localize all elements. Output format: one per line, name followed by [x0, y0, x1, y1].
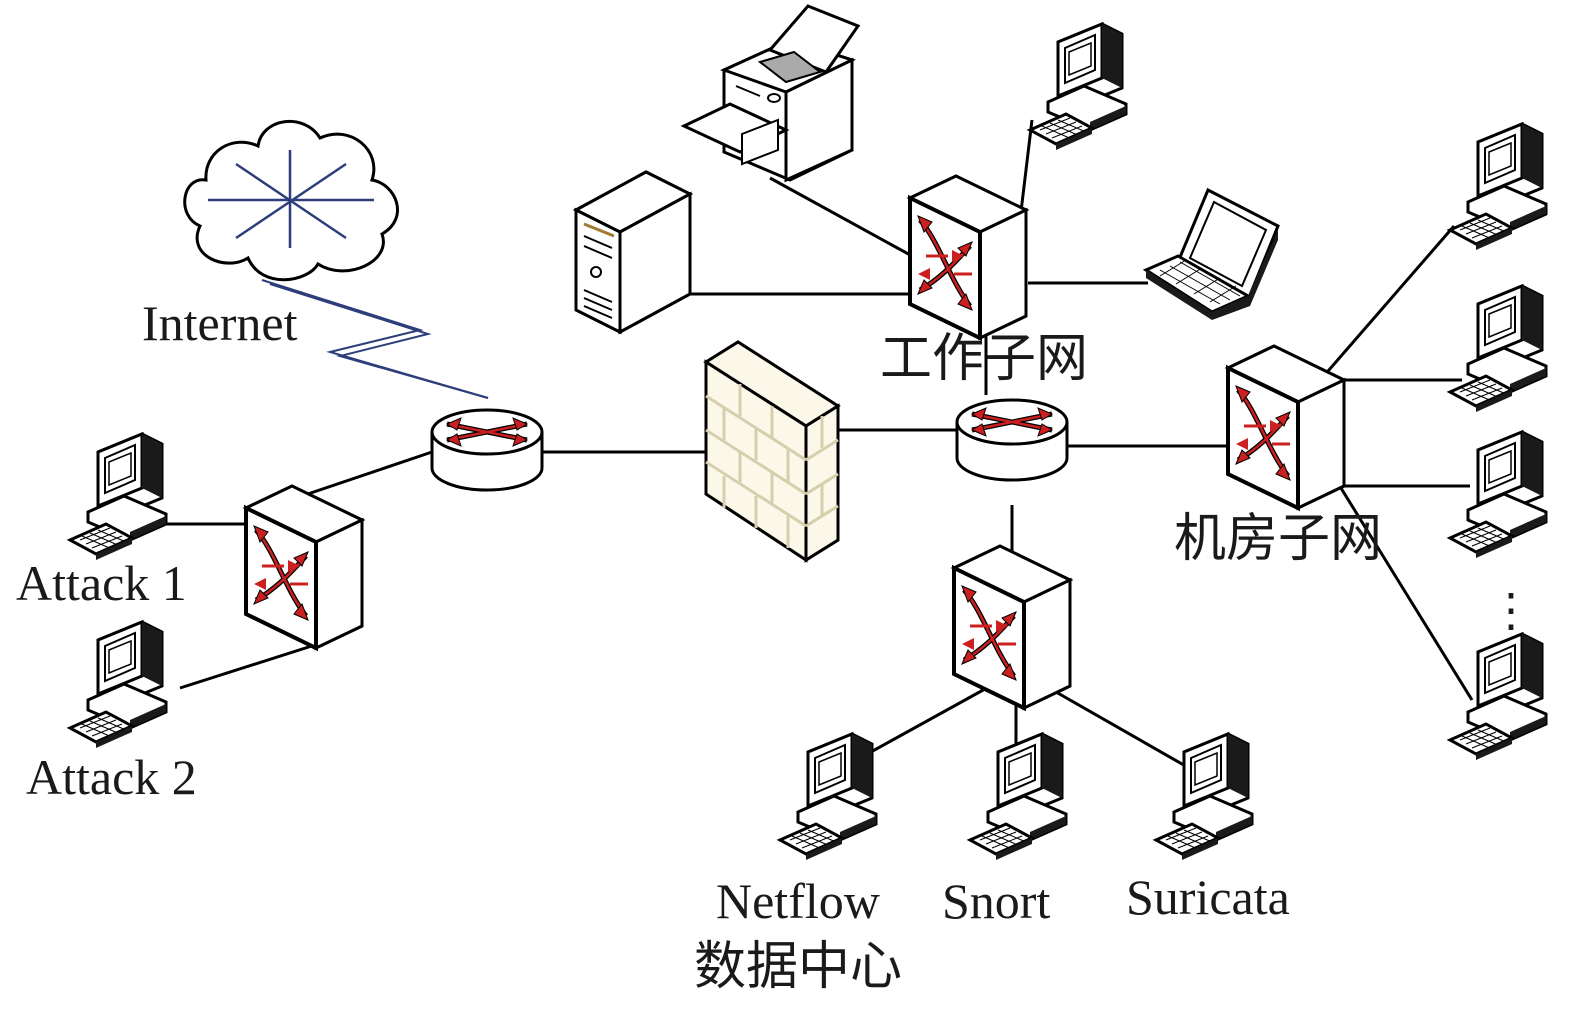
switch-icon [954, 546, 1070, 708]
router-icon [957, 400, 1067, 480]
link-room-pc1 [1320, 225, 1456, 379]
computer-icon [1028, 22, 1128, 152]
computer-icon [1448, 122, 1548, 252]
link-room-pc4 [1334, 479, 1474, 701]
internet-lightning-link-2 [269, 283, 489, 399]
switch-icon [246, 486, 362, 648]
cloud-icon [183, 119, 399, 282]
link-printer-switch [769, 176, 913, 258]
computer-icon [68, 432, 168, 562]
suricata-label: Suricata [1126, 869, 1290, 925]
link-dc-netflow [859, 682, 995, 760]
computer-icon [68, 620, 168, 750]
connection-lines [150, 119, 1474, 774]
link-switch-attack-router [289, 450, 433, 502]
link-dc-suricata [1041, 682, 1197, 774]
switch-icon [1228, 346, 1344, 508]
data-center-label: 数据中心 [694, 939, 902, 996]
router-icon [432, 410, 542, 490]
server-icon [572, 170, 694, 335]
link-attack2-switch [179, 642, 319, 690]
snort-label: Snort [942, 873, 1050, 929]
switch-icon [910, 176, 1026, 338]
attack1-label: Attack 1 [16, 555, 187, 611]
internet-label: Internet [142, 295, 298, 351]
computer-icon [1154, 732, 1254, 862]
computer-icon [1448, 284, 1548, 414]
ellipsis-label: ⋮ [1488, 585, 1534, 636]
computer-icon [968, 732, 1068, 862]
machine-room-subnet-label: 机房子网 [1174, 511, 1382, 568]
link-pc-work-switch [1018, 119, 1034, 221]
netflow-label: Netflow [716, 873, 880, 929]
computer-icon [1448, 430, 1548, 560]
computer-icon [1448, 632, 1548, 762]
printer-icon [680, 4, 861, 183]
laptop-icon [1142, 187, 1280, 320]
computer-icon [778, 732, 878, 862]
work-subnet-label: 工作子网 [880, 331, 1088, 388]
attack2-label: Attack 2 [26, 749, 197, 805]
firewall-icon [703, 340, 841, 563]
